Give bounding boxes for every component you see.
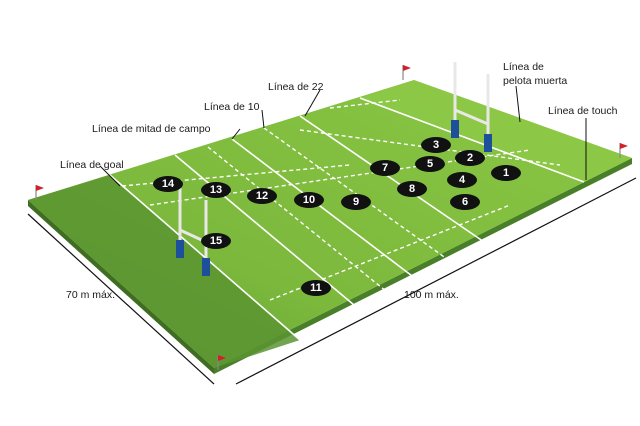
ten-line-label: Línea de 10 (204, 101, 260, 113)
players: 1 2 3 4 5 6 7 8 9 10 11 12 13 14 15 (153, 137, 521, 296)
dead-ball-line-label-2: pelota muerta (503, 75, 567, 87)
player-3: 3 (421, 137, 451, 153)
player-5-number: 5 (427, 158, 433, 170)
leader-ten (261, 109, 265, 129)
player-11-number: 11 (310, 282, 322, 294)
halfway-line-label: Línea de mitad de campo (92, 123, 211, 135)
player-9: 9 (341, 194, 371, 210)
dead-ball-line-label-1: Línea de (503, 61, 544, 73)
player-8-number: 8 (409, 183, 415, 195)
length-dimension-label: 100 m máx. (404, 289, 459, 301)
five-line-far (329, 99, 401, 109)
goal-line-right (359, 97, 585, 183)
player-12-number: 12 (256, 190, 268, 202)
player-10-number: 10 (303, 194, 315, 206)
player-4-number: 4 (459, 174, 466, 186)
width-dimension-label: 70 m máx. (66, 289, 115, 301)
player-13-number: 13 (210, 184, 222, 196)
player-15: 15 (201, 233, 231, 249)
player-1: 1 (491, 165, 521, 181)
player-13: 13 (201, 182, 231, 198)
leader-dead-ball (515, 85, 521, 123)
in-goal-area-left (28, 175, 300, 368)
player-2: 2 (455, 150, 485, 166)
player-14-number: 14 (162, 178, 175, 190)
player-1-number: 1 (503, 167, 509, 179)
player-8: 8 (397, 181, 427, 197)
leader-halfway (231, 128, 241, 140)
ten-line-right (263, 127, 455, 265)
player-2-number: 2 (467, 152, 473, 164)
field-edge (28, 200, 214, 374)
halfway-line (231, 138, 421, 283)
player-6-number: 6 (462, 196, 468, 208)
ten-line-left (207, 146, 393, 297)
twentytwo-line-right (299, 115, 491, 247)
player-6: 6 (450, 194, 480, 210)
player-4: 4 (447, 172, 477, 188)
player-15-number: 15 (210, 235, 222, 247)
player-11: 11 (301, 280, 331, 296)
goal-posts-right (451, 62, 492, 152)
width-dimension-line (27, 213, 215, 385)
player-5: 5 (415, 156, 445, 172)
twentytwo-line-left (174, 154, 361, 311)
player-10: 10 (294, 192, 324, 208)
player-7: 7 (370, 160, 400, 176)
player-12: 12 (247, 188, 277, 204)
goal-line-label: Línea de goal (60, 159, 124, 171)
corner-flags (35, 65, 628, 370)
player-7-number: 7 (382, 162, 388, 174)
touch-line-label: Línea de touch (548, 105, 618, 117)
player-3-number: 3 (433, 139, 439, 151)
leader-goal-line (99, 165, 121, 187)
in-goal-area-right (360, 80, 632, 182)
field-edge-front (214, 158, 632, 374)
player-14: 14 (153, 176, 183, 192)
length-dimension-line (235, 177, 637, 385)
fifteen-line-far (299, 129, 561, 166)
player-9-number: 9 (353, 196, 359, 208)
twentytwo-line-label: Línea de 22 (268, 81, 324, 93)
leader-twentytwo (304, 89, 321, 117)
